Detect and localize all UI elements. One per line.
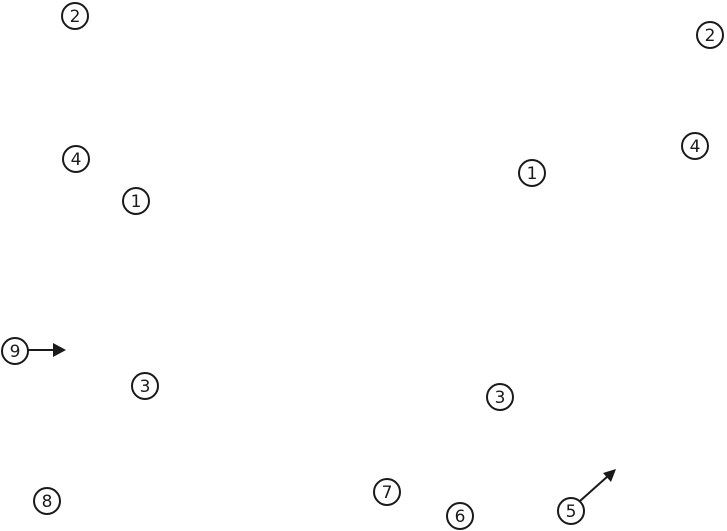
marker-label: 5	[566, 502, 577, 522]
marker-ring	[373, 478, 401, 506]
marker-2-right: 2	[696, 21, 724, 49]
marker-ring	[518, 159, 546, 187]
marker-ring	[33, 487, 61, 515]
arrow-right	[28, 343, 66, 357]
marker-3-left: 3	[131, 372, 159, 400]
arrow-head	[603, 469, 616, 482]
marker-ring	[61, 2, 89, 30]
marker-label: 9	[10, 342, 21, 362]
marker-label: 2	[70, 7, 81, 27]
arrow-up-right	[579, 469, 616, 502]
marker-3-right: 3	[486, 383, 514, 411]
marker-label: 8	[42, 492, 53, 512]
marker-label: 1	[131, 192, 142, 212]
arrow-shaft	[579, 475, 609, 502]
marker-9: 9	[1, 337, 29, 365]
marker-label: 7	[382, 483, 393, 503]
marker-8: 8	[33, 487, 61, 515]
marker-4-right: 4	[681, 132, 709, 160]
marker-label: 3	[140, 377, 151, 397]
marker-1-left: 1	[122, 187, 150, 215]
marker-ring	[681, 132, 709, 160]
marker-ring	[62, 145, 90, 173]
marker-ring	[446, 502, 474, 530]
marker-ring	[122, 187, 150, 215]
marker-6: 6	[446, 502, 474, 530]
marker-7: 7	[373, 478, 401, 506]
marker-label: 3	[495, 388, 506, 408]
marker-ring	[557, 497, 585, 525]
marker-label: 2	[705, 26, 716, 46]
marker-ring	[486, 383, 514, 411]
marker-5: 5	[557, 497, 585, 525]
marker-4-left: 4	[62, 145, 90, 173]
marker-label: 4	[71, 150, 82, 170]
marker-label: 6	[455, 507, 466, 527]
marker-2-left: 2	[61, 2, 89, 30]
marker-label: 1	[527, 164, 538, 184]
marker-1-right: 1	[518, 159, 546, 187]
marker-ring	[696, 21, 724, 49]
arrow-head	[53, 343, 66, 357]
marker-ring	[131, 372, 159, 400]
marker-label: 4	[690, 137, 701, 157]
